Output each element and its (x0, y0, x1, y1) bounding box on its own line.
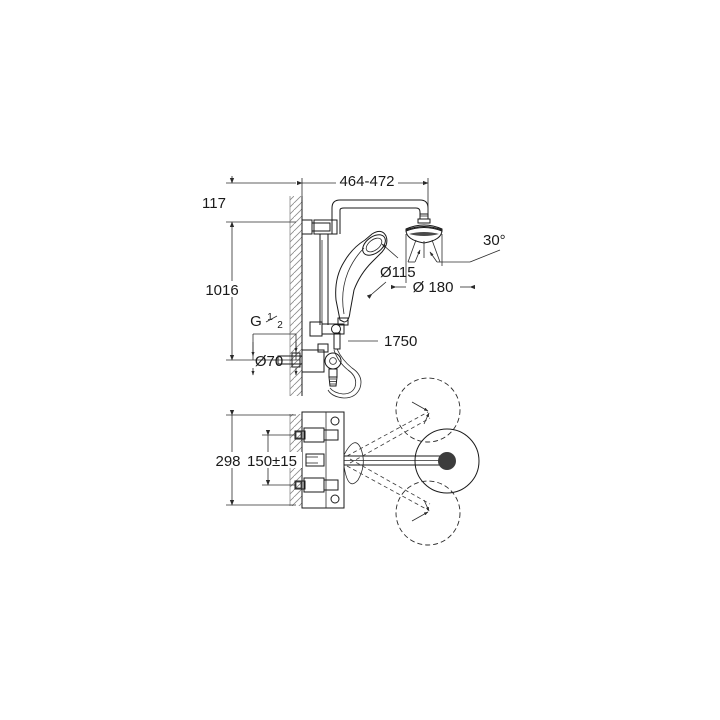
swivel-lower-arrow-1 (411, 511, 429, 522)
swivel-joint-envelope (343, 442, 364, 485)
dim-label-bg-150 (240, 452, 302, 468)
shower-arm-inner (339, 207, 421, 216)
dim-spray-angle: 30° (408, 232, 506, 263)
riser-top-connector (313, 219, 338, 235)
swivel-arm-lower-edge-2 (349, 458, 431, 505)
spray-cone-left (407, 239, 417, 263)
head-collar (417, 218, 431, 224)
swivel-upper-arrow-2 (423, 412, 430, 425)
mixer-centre-outlet (305, 453, 325, 467)
dim-label-head-offset: 117 (202, 195, 226, 212)
head-shower-plan-circle (414, 428, 480, 494)
thermostatic-mixer-side (277, 343, 342, 387)
mixer-lower-inlet-body (323, 479, 339, 491)
swivel-range-lower (346, 458, 461, 546)
head-body (405, 226, 443, 244)
hose-curve (327, 348, 362, 399)
handle-shade-line-1 (342, 247, 365, 315)
mixer-volume-handle-boss (330, 494, 340, 504)
side-elevation-view: 464-472 117 1016 G 1 2 (200, 173, 506, 399)
top-plan-view: 298 150±15 (208, 377, 480, 546)
head-shower-plan-circle-lower (395, 480, 461, 546)
dim-arrow-d115-lower (366, 281, 387, 299)
dim-label-bg-arm-reach (336, 173, 398, 188)
dim-label-arm-reach: 464-472 (339, 173, 394, 190)
holder-clamp-left (309, 321, 323, 337)
swivel-range-upper (346, 377, 461, 464)
dim-arrow-30-cone-left (414, 249, 421, 263)
dim-head-diameter: Ø 180 (390, 234, 476, 296)
swivel-arm-upper-edge-2 (349, 417, 431, 464)
dim-label-bg-298 (208, 452, 248, 468)
dim-label-thread: G (250, 313, 262, 330)
swivel-lower-arrow-2 (423, 499, 430, 512)
dim-fraction-bar (265, 315, 278, 323)
holder-arm (321, 323, 345, 335)
dim-label-valve-centre-height: 150±15 (247, 453, 297, 470)
dim-arrow-d115-upper (381, 243, 399, 259)
dim-valve-centre-height: 150±15 (240, 429, 302, 486)
head-shower (405, 213, 443, 263)
dim-label-bg-1016 (200, 281, 246, 297)
mixer-riser-connection (317, 343, 329, 353)
upper-wall-bracket (301, 219, 313, 235)
swivel-arm-plan (343, 428, 480, 494)
dim-label-inlet-spacing: Ø70 (255, 353, 283, 370)
dim-hose-length: 1750 (348, 333, 417, 350)
head-spray-face (409, 232, 439, 236)
hand-shower-hose-nut (337, 317, 349, 326)
hand-shower (335, 230, 388, 326)
hand-shower-spray-face (362, 234, 386, 256)
head-shower-plan-circle-upper (395, 377, 461, 443)
shower-arm-outer (331, 199, 429, 216)
hand-shower-spray-inner (365, 237, 383, 253)
swivel-arm-lower-edge-1 (346, 465, 429, 511)
dim-label-riser-height: 1016 (205, 282, 238, 299)
dim-label-spray-angle: 30° (483, 232, 506, 249)
dim-inlet-spacing: Ø70 (251, 342, 300, 376)
dim-arrow-30-to-cone (429, 251, 438, 263)
dim-label-thread-denominator: 2 (277, 320, 283, 331)
dim-hand-shower-diameter: Ø115 (366, 243, 416, 299)
mixer-hose-connector (328, 376, 338, 387)
hand-shower-holder (309, 321, 345, 350)
dim-riser-height: 1016 (200, 229, 276, 361)
shower-hose (327, 348, 362, 399)
dim-label-valve-body-height: 298 (215, 453, 240, 470)
dim-label-hose-length: 1750 (384, 333, 417, 350)
dim-arm-reach: 464-472 (296, 173, 429, 214)
mixer-upper-inlet-body (323, 429, 339, 441)
hose-curve-inner (329, 349, 357, 395)
mixer-diverter-cap (329, 357, 337, 365)
wall-hatch-fill (290, 196, 302, 396)
dim-head-offset: 117 (202, 176, 296, 229)
mixer-temp-handle-boss (330, 416, 340, 426)
dim-label-thread-numerator: 1 (267, 312, 273, 323)
dim-leader-30-right (469, 249, 501, 263)
dim-label-hand-shower-diameter: Ø115 (380, 264, 416, 281)
shower-riser (301, 214, 341, 325)
dim-valve-body-height: 298 (208, 409, 296, 506)
shower-arm (331, 199, 429, 217)
dim-label-head-diameter: Ø 180 (413, 279, 454, 296)
head-shower-plan-hub (438, 452, 456, 470)
upper-bracket-neck (311, 222, 331, 232)
spray-cone-right (431, 239, 441, 263)
hand-shower-body (335, 230, 388, 323)
swivel-arm-upper-edge-1 (346, 411, 429, 457)
swivel-upper-arrow-1 (411, 401, 429, 412)
